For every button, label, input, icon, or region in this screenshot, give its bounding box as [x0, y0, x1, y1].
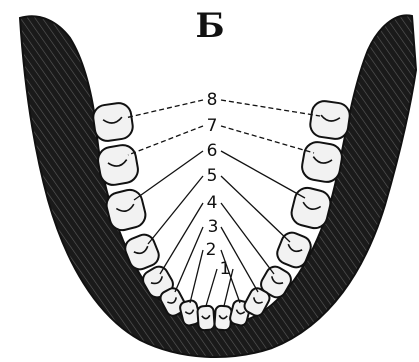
tooth-label-3: 3	[208, 217, 219, 237]
tooth-label-8: 8	[207, 90, 218, 110]
tooth-label-4: 4	[207, 193, 218, 213]
tooth-label-7: 7	[207, 116, 218, 136]
left-tooth-7	[96, 143, 140, 187]
right-tooth-7	[300, 140, 344, 184]
tooth-label-1: 1	[220, 259, 231, 279]
tooth-label-5: 5	[207, 166, 218, 186]
right-tooth-8	[309, 100, 352, 141]
figure-title: Б	[195, 6, 224, 46]
tooth-label-6: 6	[207, 141, 218, 161]
tooth-label-2: 2	[206, 240, 217, 260]
front-tooth-l1	[197, 305, 215, 330]
left-tooth-8	[92, 102, 135, 143]
